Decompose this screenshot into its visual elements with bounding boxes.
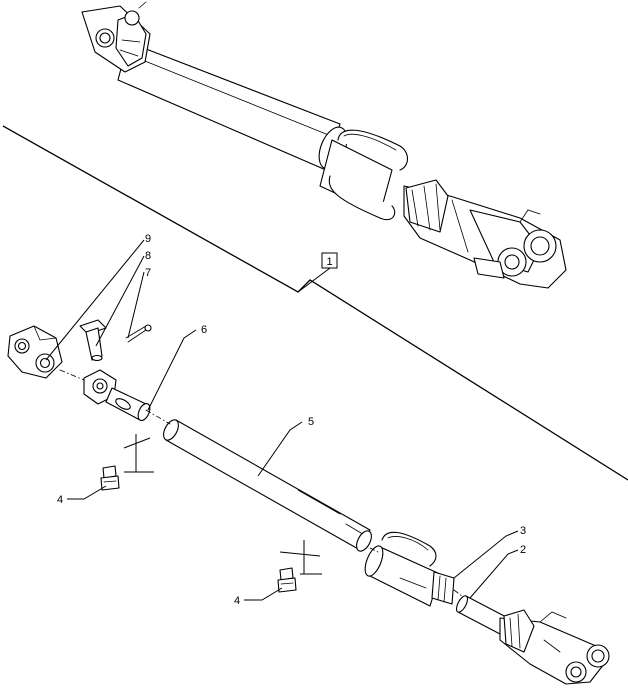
callout-3: 3	[453, 525, 526, 579]
part-4-grease-fitting-b	[277, 567, 297, 593]
callout-9: 9	[45, 233, 151, 361]
part-6-rod-end	[83, 369, 151, 422]
fitting-indicator-a	[123, 434, 154, 473]
assembled-tube	[117, 41, 348, 171]
section-divider-line	[2, 125, 628, 481]
part-5-inner-tube	[163, 419, 372, 552]
callout-5: 5	[257, 416, 314, 477]
part-7-linch-pin	[125, 324, 152, 343]
callout-9-label: 9	[145, 233, 151, 245]
callout-1: 1	[297, 252, 338, 293]
part-3-sleeve	[364, 531, 455, 607]
callout-8: 8	[95, 250, 151, 347]
callout-2: 2	[469, 544, 526, 599]
callout-5-label: 5	[308, 416, 314, 428]
assembled-fork-end	[403, 179, 567, 289]
assembled-top-eye	[81, 1, 151, 73]
part-4-grease-fitting-a	[100, 465, 120, 491]
part-9-eye-socket	[7, 325, 63, 379]
callout-7-label: 7	[145, 267, 151, 279]
callout-6: 6	[147, 324, 207, 411]
callout-8-label: 8	[145, 250, 151, 262]
part-2-fork-rod	[455, 595, 610, 685]
callout-4b: 4	[234, 587, 283, 607]
callout-6-label: 6	[201, 324, 207, 336]
alignment-lines	[59, 369, 463, 597]
callout-4b-label: 4	[234, 595, 240, 607]
callout-3-label: 3	[520, 525, 526, 537]
callout-7: 7	[127, 267, 151, 339]
callout-1-label: 1	[326, 256, 332, 268]
assembled-top-link	[81, 1, 567, 289]
callout-4a-label: 4	[57, 494, 63, 506]
fitting-indicator-b	[279, 540, 322, 575]
callout-2-label: 2	[520, 544, 526, 556]
part-8-pin	[79, 319, 107, 362]
callout-4a: 4	[57, 485, 107, 506]
assembled-sleeve-handle	[319, 129, 409, 221]
